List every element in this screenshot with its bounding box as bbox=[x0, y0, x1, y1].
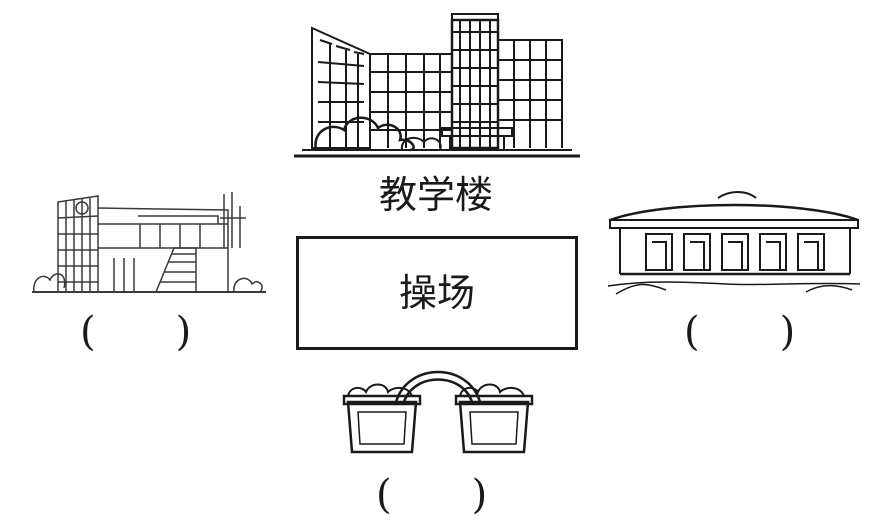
bottom-answer-blank[interactable]: ( ) bbox=[376, 472, 488, 518]
right-answer-blank[interactable]: ( ) bbox=[684, 309, 796, 355]
gate-drawing bbox=[342, 370, 534, 454]
playground-box: 操场 bbox=[296, 236, 578, 350]
left-answer-blank[interactable]: ( ) bbox=[80, 309, 192, 355]
right-building-drawing bbox=[607, 191, 861, 295]
teaching-building-label: 教学楼 bbox=[378, 173, 493, 217]
playground-label: 操场 bbox=[398, 271, 475, 315]
left-building-drawing bbox=[32, 192, 266, 293]
teaching-building-drawing bbox=[294, 13, 580, 158]
